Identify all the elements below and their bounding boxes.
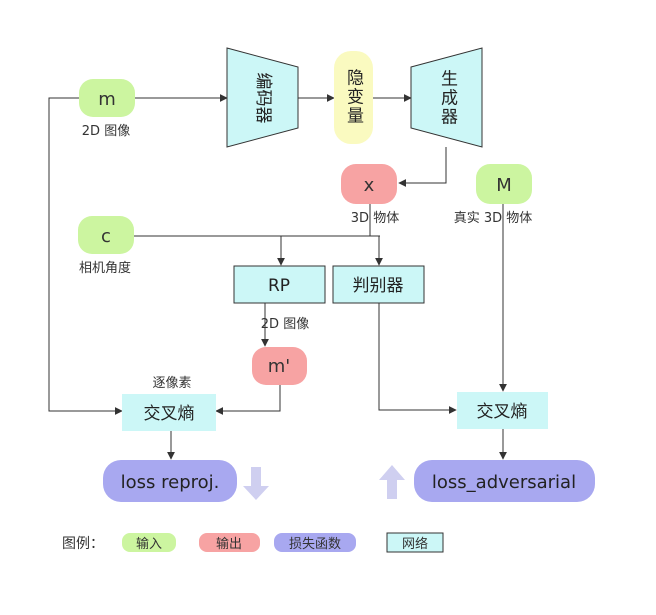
discriminator-label: 判别器	[353, 276, 404, 296]
loss-reproj-node: loss reproj.	[103, 460, 237, 502]
cross-entropy-left-caption: 逐像素	[152, 376, 191, 391]
input-M-caption: 真实 3D 物体	[454, 211, 533, 226]
output-x-node: x	[341, 164, 397, 204]
legend-title: 图例：	[62, 536, 104, 552]
encoder-label: 编码器	[253, 73, 273, 124]
input-c-node: c	[78, 216, 134, 254]
legend-network-swatch	[386, 532, 444, 553]
cross-entropy-left-label: 交叉熵	[144, 404, 195, 424]
edge-mprime-to-cross-entropy	[215, 385, 281, 415]
output-x-caption: 3D 物体	[351, 211, 399, 226]
generator-node: 生成器	[410, 47, 483, 148]
up-arrow-icon	[379, 465, 405, 499]
loss-adversarial-node: loss_adversarial	[414, 460, 595, 502]
legend: 图例： 输入 输出 损失函数 网络	[62, 532, 444, 553]
latent-label: 隐变量	[343, 68, 364, 125]
output-mprime-label: m'	[268, 356, 290, 377]
input-m-label: m	[98, 89, 116, 110]
output-x-label: x	[364, 175, 375, 196]
legend-output-label: 输出	[216, 536, 242, 552]
input-m-caption: 2D 图像	[82, 124, 130, 139]
legend-network-label: 网络	[402, 536, 428, 552]
input-M-node: M	[476, 164, 532, 204]
legend-loss-swatch	[274, 533, 356, 552]
cross-entropy-left-node: 交叉熵	[122, 394, 216, 431]
edge-generator-to-x	[398, 147, 447, 187]
loss-reproj-label: loss reproj.	[121, 472, 220, 493]
legend-input-swatch	[122, 533, 176, 552]
discriminator-node: 判别器	[332, 265, 425, 304]
legend-output-swatch	[199, 533, 260, 552]
generator-label: 生成器	[437, 69, 458, 126]
encoder-node: 编码器	[226, 47, 299, 148]
loss-adversarial-label: loss_adversarial	[432, 472, 576, 493]
latent-node: 隐变量	[334, 51, 373, 144]
legend-loss-label: 损失函数	[289, 537, 341, 552]
input-c-label: c	[101, 226, 111, 247]
rp-node: RP	[233, 265, 326, 304]
rp-label: RP	[268, 276, 290, 296]
input-m-node: m	[79, 79, 135, 117]
connectors	[48, 94, 507, 460]
cross-entropy-right-node: 交叉熵	[457, 392, 548, 429]
legend-input-label: 输入	[136, 536, 162, 552]
down-arrow-icon	[243, 467, 269, 500]
edge-m-to-cross-entropy	[48, 97, 123, 415]
input-c-caption: 相机角度	[79, 260, 131, 276]
edge-discriminator-to-cross-entropy	[378, 303, 457, 414]
cross-entropy-right-label: 交叉熵	[477, 402, 528, 422]
input-M-label: M	[496, 175, 512, 196]
output-mprime-node: m'	[252, 347, 307, 385]
rp-caption: 2D 图像	[261, 317, 309, 332]
